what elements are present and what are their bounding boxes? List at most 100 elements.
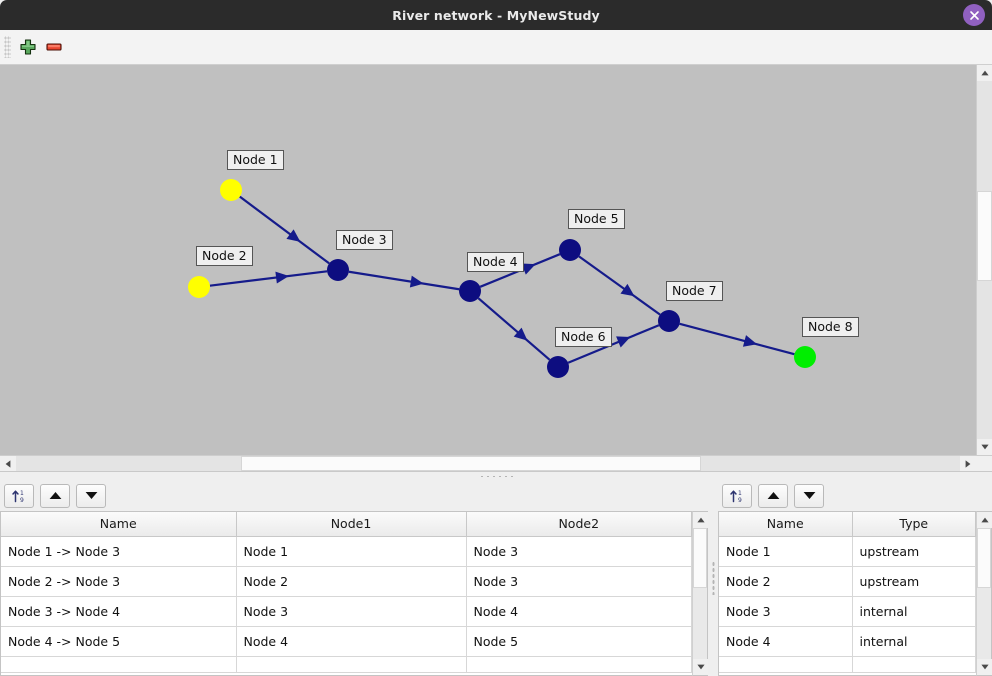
scroll-up-icon[interactable] (977, 65, 992, 81)
table-cell-empty[interactable] (236, 656, 467, 673)
table-cell[interactable]: Node 3 (466, 536, 692, 567)
column-header-node2[interactable]: Node2 (466, 512, 692, 537)
scroll-right-icon[interactable] (960, 456, 976, 472)
column-header-name[interactable]: Name (719, 512, 853, 537)
nodes-scroll-up-icon[interactable] (977, 512, 992, 528)
table-cell[interactable]: Node 4 -> Node 5 (1, 626, 237, 657)
nodes-vertical-scrollbar[interactable] (976, 511, 992, 676)
graph-edge[interactable] (578, 255, 661, 316)
nodes-vscroll-thumb[interactable] (977, 528, 991, 588)
table-cell[interactable]: Node 3 (236, 596, 467, 627)
graph-node-node-1[interactable] (220, 179, 242, 201)
graph-node-node-8[interactable] (794, 346, 816, 368)
graph-edge[interactable] (239, 195, 330, 265)
graph-node-label-node-1[interactable]: Node 1 (227, 150, 284, 170)
table-cell-empty[interactable] (719, 656, 853, 673)
graph-hscroll-track[interactable] (16, 456, 960, 471)
table-cell[interactable]: internal (852, 626, 976, 657)
vertical-splitter[interactable] (708, 480, 718, 676)
sort-branches-button[interactable]: 1 9 (4, 483, 34, 508)
table-cell[interactable]: Node 4 (236, 626, 467, 657)
graph-node-node-7[interactable] (658, 310, 680, 332)
table-cell[interactable]: upstream (852, 536, 976, 567)
table-cell[interactable]: Node 3 (719, 596, 853, 627)
column-header-type[interactable]: Type (852, 512, 976, 537)
close-icon[interactable] (963, 4, 985, 26)
graph-node-label-node-4[interactable]: Node 4 (467, 252, 524, 272)
branches-scroll-up-icon[interactable] (693, 512, 708, 528)
table-cell-empty[interactable] (1, 656, 237, 673)
graph-edge[interactable] (209, 270, 328, 287)
table-cell-empty[interactable] (852, 656, 976, 673)
graph-node-node-3[interactable] (327, 259, 349, 281)
column-header-name[interactable]: Name (1, 512, 237, 537)
graph-node-label-node-3[interactable]: Node 3 (336, 230, 393, 250)
graph-vertical-scrollbar[interactable] (976, 65, 992, 455)
table-cell-empty[interactable] (466, 656, 692, 673)
graph-edge[interactable] (348, 270, 460, 291)
scroll-down-icon[interactable] (977, 439, 992, 455)
add-node-button[interactable] (15, 34, 41, 60)
graph-node-node-2[interactable] (188, 276, 210, 298)
move-branch-up-button[interactable] (40, 483, 70, 508)
table-cell[interactable]: Node 2 (236, 566, 467, 597)
sort-nodes-button[interactable]: 1 9 (722, 483, 752, 508)
move-node-down-button[interactable] (794, 483, 824, 508)
graph-node-node-5[interactable] (559, 239, 581, 261)
graph-node-node-4[interactable] (459, 280, 481, 302)
graph-hscroll-thumb[interactable] (241, 456, 701, 471)
column-header-node1[interactable]: Node1 (236, 512, 467, 537)
horizontal-splitter[interactable] (0, 471, 992, 480)
graph-node-label-node-6[interactable]: Node 6 (555, 327, 612, 347)
table-cell[interactable]: Node 2 (719, 566, 853, 597)
table-cell[interactable]: Node 1 (236, 536, 467, 567)
graph-horizontal-scrollbar[interactable] (0, 455, 992, 472)
branch-row-empty[interactable] (1, 656, 692, 673)
table-cell[interactable]: Node 1 -> Node 3 (1, 536, 237, 567)
table-cell[interactable]: Node 4 (719, 626, 853, 657)
move-node-up-button[interactable] (758, 483, 788, 508)
graph-vscroll-track[interactable] (977, 81, 992, 439)
network-graph-canvas[interactable]: Node 1 Node 2 Node 3 Node 4 Node 5 Node 6 Node… (0, 65, 976, 455)
table-cell[interactable]: Node 4 (466, 596, 692, 627)
table-cell[interactable]: Node 3 -> Node 4 (1, 596, 237, 627)
branches-vscroll-thumb[interactable] (693, 528, 707, 588)
graph-node-label-node-2[interactable]: Node 2 (196, 246, 253, 266)
branches-vertical-scrollbar[interactable] (692, 511, 708, 676)
table-cell[interactable]: Node 2 -> Node 3 (1, 566, 237, 597)
nodes-vscroll-track[interactable] (977, 528, 991, 659)
delete-node-button[interactable] (41, 34, 67, 60)
graph-node-label-node-8[interactable]: Node 8 (802, 317, 859, 337)
nodes-scroll-down-icon[interactable] (977, 659, 992, 675)
graph-node-label-node-5[interactable]: Node 5 (568, 209, 625, 229)
table-cell[interactable]: Node 3 (466, 566, 692, 597)
graph-edge[interactable] (567, 324, 660, 364)
move-branch-down-button[interactable] (76, 483, 106, 508)
table-cell[interactable]: upstream (852, 566, 976, 597)
graph-edge[interactable] (679, 322, 795, 356)
table-cell[interactable]: Node 5 (466, 626, 692, 657)
toolbar-grip[interactable] (4, 36, 11, 58)
graph-vscroll-thumb[interactable] (977, 191, 992, 281)
graph-edge[interactable] (477, 297, 551, 361)
branches-scroll-down-icon[interactable] (693, 659, 708, 675)
table-cell[interactable]: internal (852, 596, 976, 627)
table-cell[interactable]: Node 1 (719, 536, 853, 567)
scroll-left-icon[interactable] (0, 456, 16, 472)
node-row-empty[interactable] (719, 656, 976, 673)
